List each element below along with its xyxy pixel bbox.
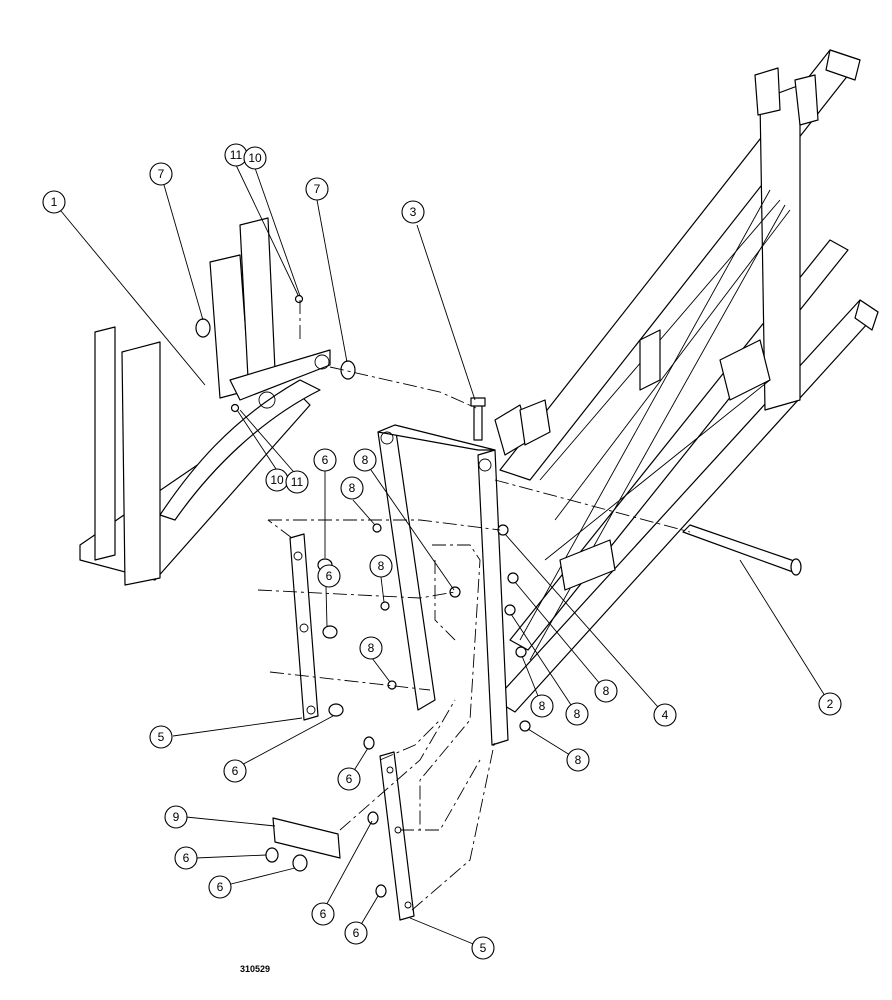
callout-8: 8 [353, 448, 377, 472]
callout-8: 8 [369, 554, 393, 578]
callout-label: 2 [827, 697, 834, 711]
leader-lines [60, 164, 831, 949]
callout-7: 7 [305, 177, 329, 201]
callout-label: 8 [349, 481, 356, 495]
callout-label: 6 [183, 851, 190, 865]
callout-label: 1 [51, 195, 58, 209]
callout-11: 11 [285, 470, 309, 494]
callout-label: 5 [480, 941, 487, 955]
callout-6: 6 [313, 448, 337, 472]
callout-label: 4 [662, 708, 669, 722]
callout-6: 6 [223, 759, 247, 783]
main-frame [494, 49, 879, 713]
callout-label: 6 [217, 880, 224, 894]
left-bracket [79, 217, 331, 586]
callout-8: 8 [566, 748, 590, 772]
callout-5: 5 [471, 936, 495, 960]
callout-label: 8 [368, 641, 375, 655]
callout-label: 3 [410, 205, 417, 219]
washer-right [340, 360, 356, 380]
callout-label: 6 [346, 772, 353, 786]
callout-6: 6 [208, 875, 232, 899]
callout-8: 8 [359, 636, 383, 660]
drawing-number: 310529 [240, 964, 271, 974]
callout-7: 7 [149, 162, 173, 186]
nuts [230, 294, 531, 732]
wear-strips [289, 533, 415, 921]
plate [272, 817, 341, 859]
callout-2: 2 [818, 692, 842, 716]
assembly-lines [257, 300, 691, 911]
callout-6: 6 [344, 921, 368, 945]
callout-9: 9 [164, 805, 188, 829]
callout-label: 7 [314, 182, 321, 196]
callout-5: 5 [149, 725, 173, 749]
callout-label: 9 [173, 810, 180, 824]
callout-6: 6 [311, 902, 335, 926]
callout-8: 8 [530, 694, 554, 718]
callout-label: 7 [158, 167, 165, 181]
callout-label: 11 [230, 148, 243, 162]
callout-8: 8 [340, 476, 364, 500]
callout-4: 4 [653, 703, 677, 727]
callout-label: 5 [158, 730, 165, 744]
callout-label: 10 [248, 151, 262, 165]
callout-label: 6 [322, 453, 329, 467]
callout-6: 6 [317, 564, 341, 588]
callout-10: 10 [243, 146, 267, 170]
callout-3: 3 [401, 200, 425, 224]
mounting-channel [377, 424, 509, 746]
callout-label: 6 [353, 926, 360, 940]
callout-6: 6 [337, 767, 361, 791]
callout-label: 8 [574, 707, 581, 721]
pivot-pin [682, 524, 802, 576]
callout-label: 6 [320, 907, 327, 921]
callout-label: 8 [362, 453, 369, 467]
callout-label: 11 [291, 475, 304, 489]
callout-label: 8 [603, 684, 610, 698]
callout-8: 8 [565, 702, 589, 726]
callout-label: 6 [232, 764, 239, 778]
callout-6: 6 [174, 846, 198, 870]
callout-10: 10 [265, 468, 289, 492]
callout-label: 6 [326, 569, 333, 583]
carriage-bolts [265, 558, 387, 898]
callout-8: 8 [594, 679, 618, 703]
callout-11: 11 [224, 143, 248, 167]
callout-1: 1 [42, 190, 66, 214]
callout-label: 8 [378, 559, 385, 573]
callout-label: 8 [575, 753, 582, 767]
bolt [470, 397, 486, 441]
callout-label: 10 [270, 473, 284, 487]
callout-label: 8 [539, 699, 546, 713]
washer-left [195, 318, 211, 338]
